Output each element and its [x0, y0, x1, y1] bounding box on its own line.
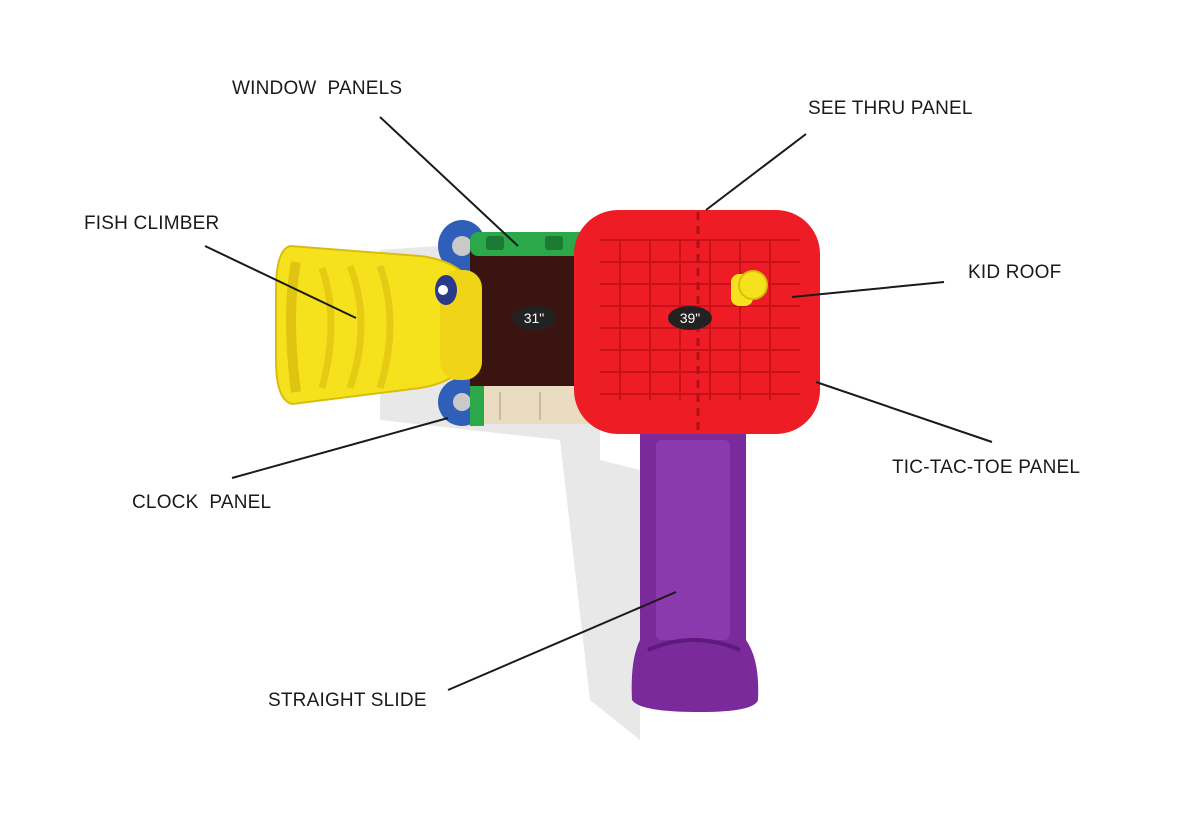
leader-straight-slide	[447, 591, 677, 691]
label-clock-panel: CLOCK PANEL	[132, 492, 272, 513]
step-tan	[480, 386, 590, 424]
label-window-panels: WINDOW PANELS	[232, 78, 403, 99]
deck-height-badge-high	[668, 306, 712, 330]
leader-window-panels	[379, 116, 519, 247]
deck-height-label-low: 31"	[524, 310, 545, 326]
label-kid-roof: KID ROOF	[968, 262, 1062, 283]
label-see-thru-panel: SEE THRU PANEL	[808, 98, 973, 119]
leader-kid-roof	[791, 281, 945, 298]
leader-see-thru-panel	[705, 133, 807, 211]
leader-clock-panel	[231, 417, 449, 479]
deck-height-badge-low	[512, 306, 556, 330]
label-straight-slide: STRAIGHT SLIDE	[268, 690, 427, 711]
label-tic-tac-toe-panel: TIC-TAC-TOE PANEL	[892, 457, 1081, 478]
leader-tic-tac-toe-panel	[815, 381, 993, 443]
label-fish-climber: FISH CLIMBER	[84, 213, 220, 234]
deck-height-label-high: 39"	[680, 310, 701, 326]
leader-fish-climber	[204, 245, 357, 319]
